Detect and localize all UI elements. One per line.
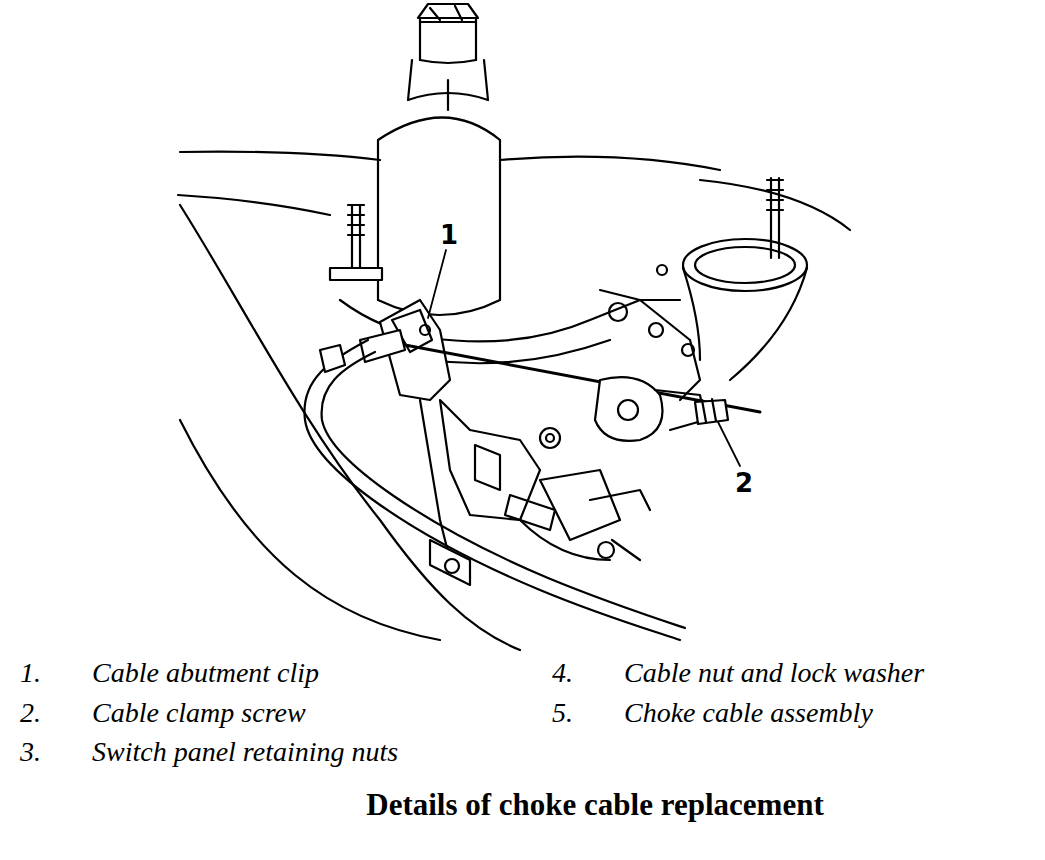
legend-item: Switch panel retaining nuts bbox=[92, 737, 398, 768]
legend-item: Cable nut and lock washer bbox=[624, 658, 924, 689]
legend-number: 2. bbox=[20, 698, 41, 729]
legend-number: 1. bbox=[20, 658, 41, 689]
callout-number: 1 bbox=[440, 222, 458, 248]
legend-item: Choke cable assembly bbox=[624, 698, 873, 729]
legend-number: 4. bbox=[552, 658, 573, 689]
figure-caption: Details of choke cable replacement bbox=[366, 788, 823, 822]
callout-number: 2 bbox=[735, 470, 753, 496]
legend-number: 5. bbox=[552, 698, 573, 729]
legend-item: Cable abutment clip bbox=[92, 658, 319, 689]
legend-item: Cable clamp screw bbox=[92, 698, 306, 729]
legend-number: 3. bbox=[20, 737, 41, 768]
